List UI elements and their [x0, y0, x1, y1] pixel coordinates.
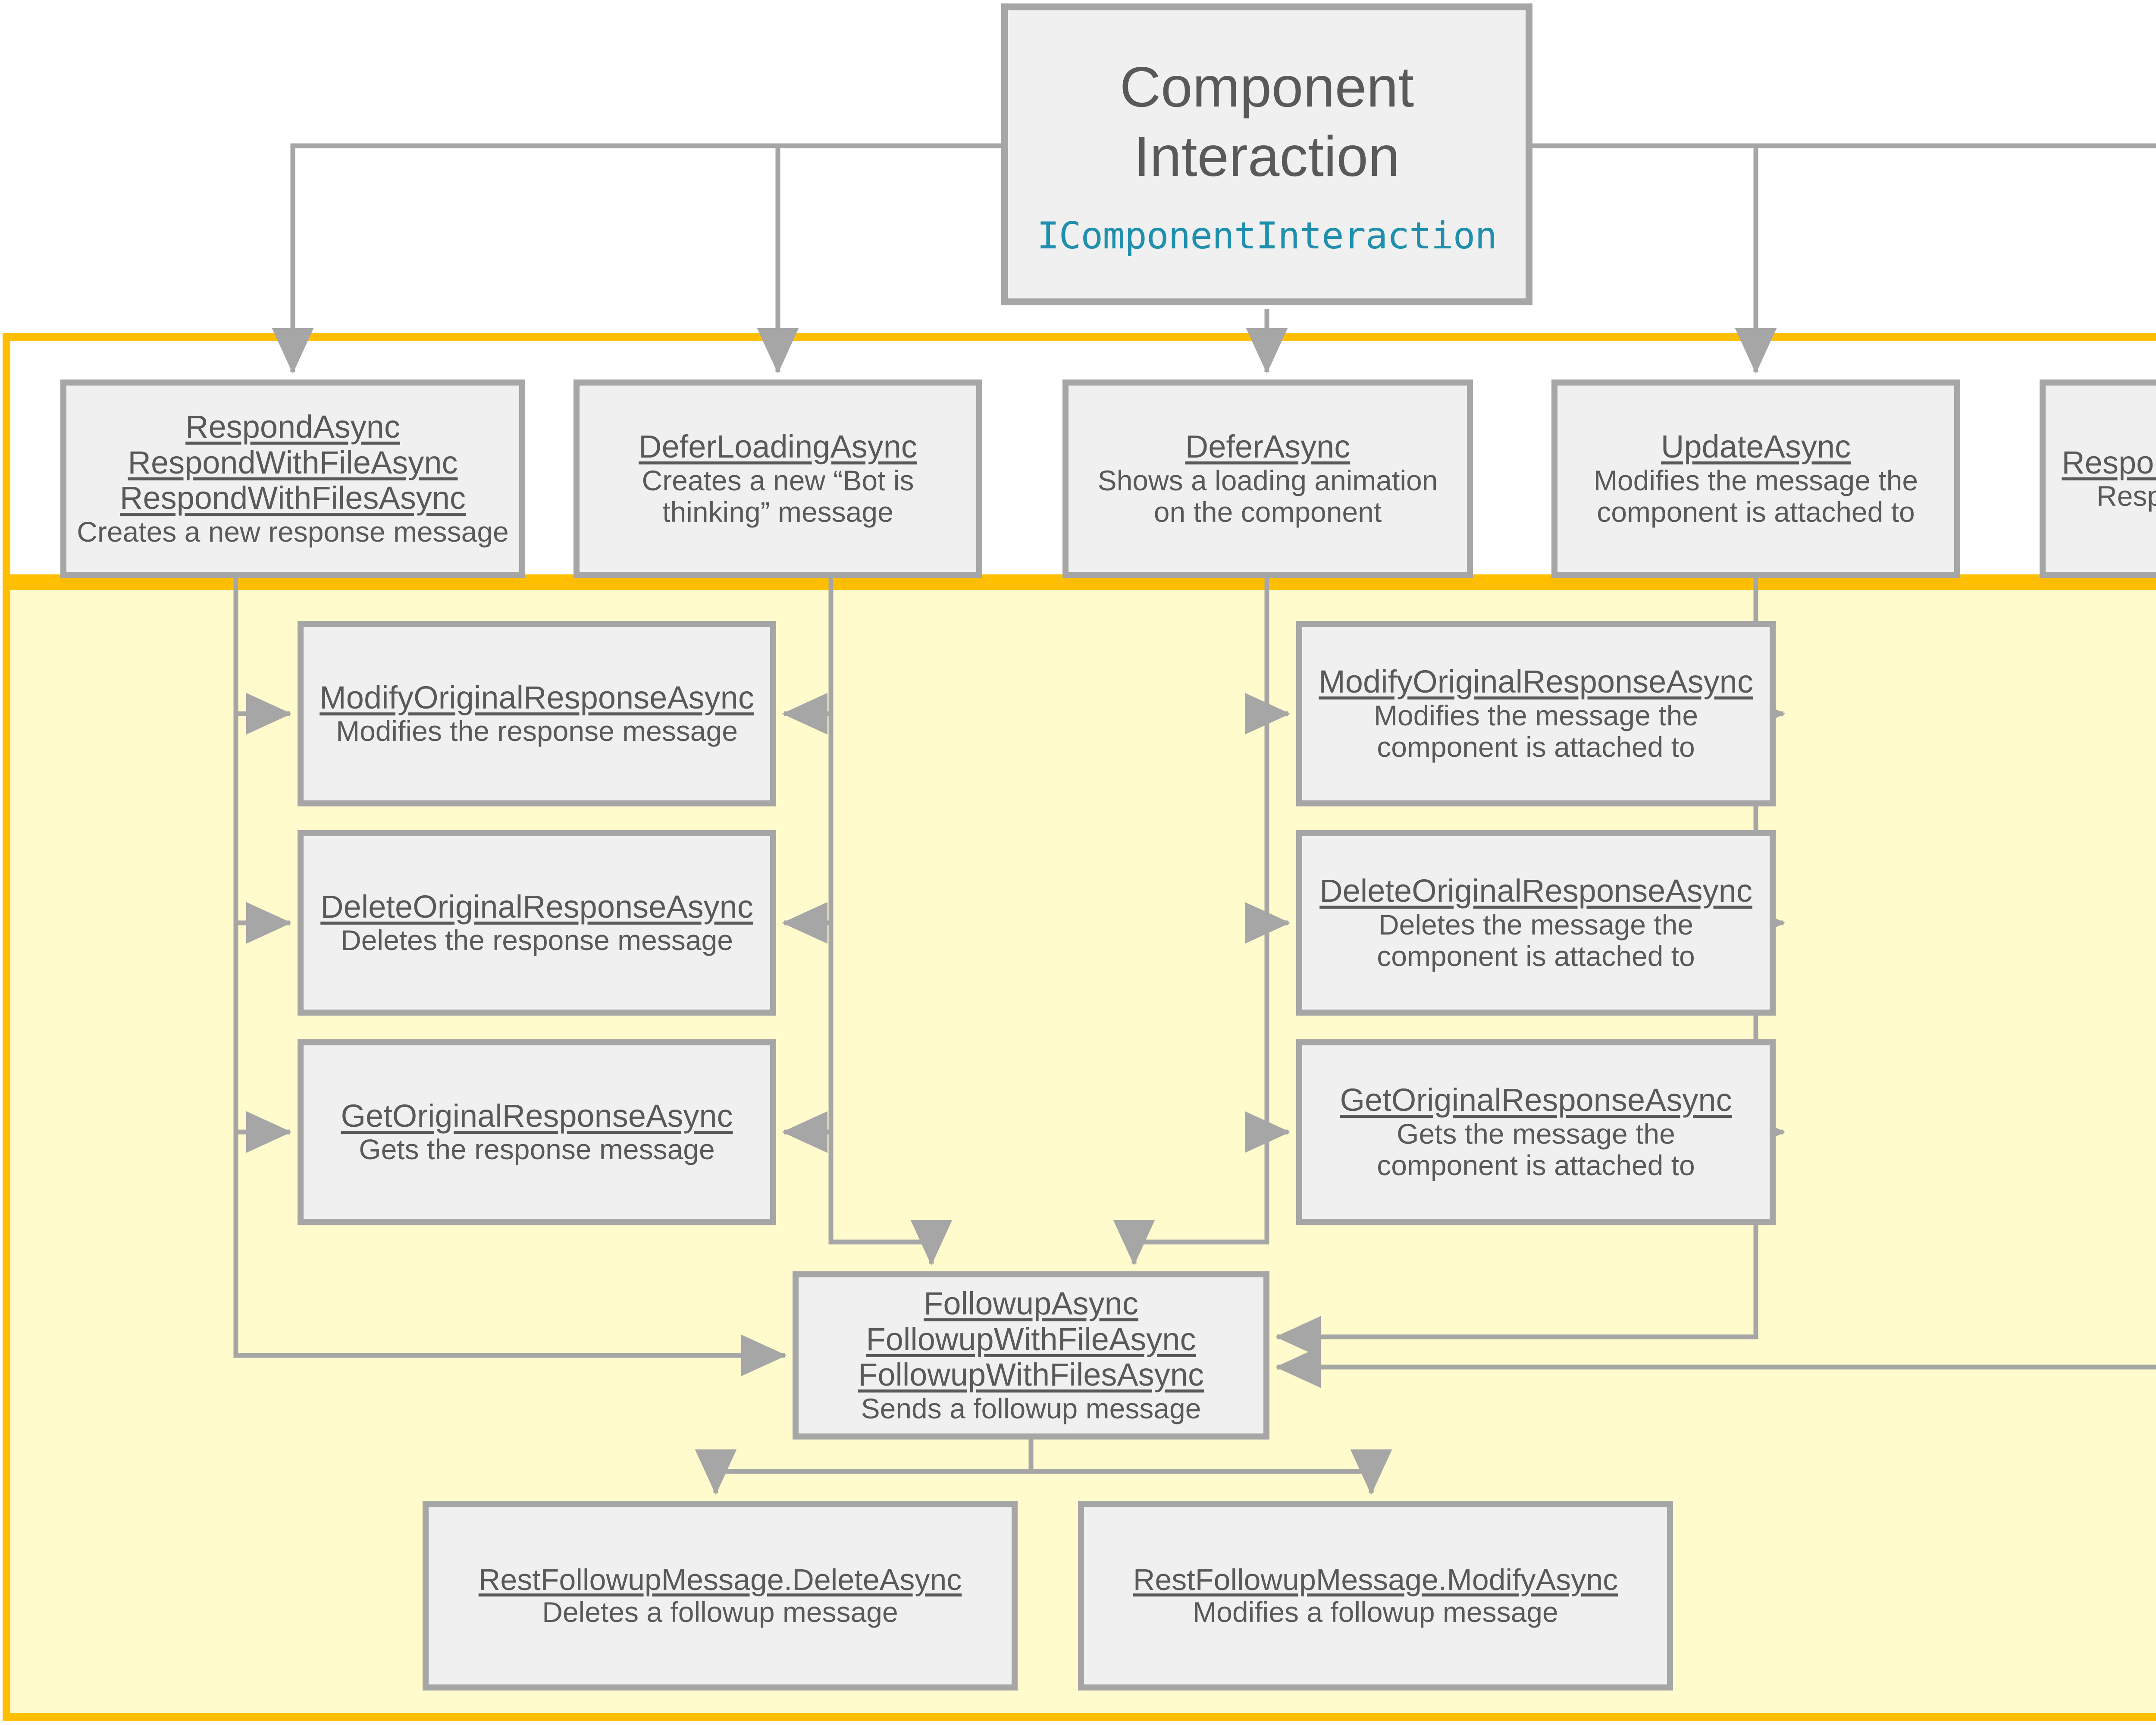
edge-modal-to-followup: [1275, 1346, 2156, 1388]
method-name: RestFollowupMessage.ModifyAsync: [1133, 1562, 1618, 1596]
method-description: Creates a new response message: [77, 516, 509, 548]
node-defer-async[interactable]: DeferAsync Shows a loading animation on …: [1062, 380, 1473, 578]
method-description: Creates a new “Bot is: [642, 464, 914, 496]
method-description: Shows a loading animation: [1097, 464, 1438, 496]
method-description: Deletes the response message: [341, 924, 733, 957]
edge-root-to-respond: [272, 143, 1001, 374]
method-name: RespondAsync: [185, 408, 400, 445]
root-title-line1: Component: [1119, 55, 1414, 119]
method-name: FollowupAsync: [924, 1285, 1138, 1321]
edge-respond-to-followup: [233, 578, 787, 1377]
method-name: DeleteOriginalResponseAsync: [320, 888, 753, 925]
node-get-original-response-left[interactable]: GetOriginalResponseAsync Gets the respon…: [298, 1039, 776, 1225]
edge-deferloading-to-modify-left: [782, 578, 834, 735]
method-description: Modifies the message the: [1593, 464, 1918, 496]
edge-deferloading-to-delete-left: [782, 714, 834, 944]
node-rest-followup-modify-async[interactable]: RestFollowupMessage.ModifyAsync Modifies…: [1078, 1501, 1673, 1690]
node-defer-loading-async[interactable]: DeferLoadingAsync Creates a new “Bot is …: [573, 380, 982, 578]
edge-defer-to-get-middle: [1244, 923, 1291, 1153]
method-name: DeferAsync: [1185, 428, 1351, 464]
method-description: Gets the message the: [1397, 1117, 1675, 1150]
method-name: ModifyOriginalResponseAsync: [320, 679, 754, 715]
node-followup-async[interactable]: FollowupAsync FollowupWithFileAsync Foll…: [793, 1271, 1269, 1440]
node-respond-async[interactable]: RespondAsync RespondWithFileAsync Respon…: [60, 380, 525, 578]
method-description: on the component: [1153, 496, 1382, 528]
edge-deferloading-to-get-left: [782, 923, 834, 1153]
root-interface-name: IComponentInteraction: [1037, 214, 1497, 257]
method-description: Responds with a modal: [2096, 480, 2156, 512]
method-name: DeleteOriginalResponseAsync: [1319, 872, 1752, 909]
node-modify-original-response-left[interactable]: ModifyOriginalResponseAsync Modifies the…: [298, 621, 776, 806]
edge-root-to-modal: [1532, 143, 2156, 148]
method-description: component is attached to: [1377, 1149, 1695, 1182]
method-description: Deletes the message the: [1378, 908, 1694, 941]
method-name: GetOriginalResponseAsync: [1340, 1082, 1732, 1118]
node-component-interaction[interactable]: Component Interaction IComponentInteract…: [1001, 3, 1532, 305]
method-description: thinking” message: [662, 496, 893, 528]
method-name: RestFollowupMessage.DeleteAsync: [478, 1562, 962, 1596]
node-delete-original-response-left[interactable]: DeleteOriginalResponseAsync Deletes the …: [298, 830, 776, 1016]
edge-defer-to-modify-middle: [1244, 578, 1291, 735]
method-description: component is attached to: [1377, 940, 1695, 972]
method-name: ModifyOriginalResponseAsync: [1319, 663, 1753, 699]
method-description: component is attached to: [1597, 496, 1915, 528]
method-description: Modifies a followup message: [1193, 1596, 1558, 1628]
method-name: DeferLoadingAsync: [639, 428, 917, 464]
method-name: RespondWithFileAsync: [128, 444, 458, 480]
edge-followup-to-rest-delete: [695, 1440, 1034, 1495]
edge-defer-to-followup: [1113, 1132, 1269, 1266]
edge-defer-to-delete-middle: [1244, 714, 1291, 944]
node-delete-original-response-middle[interactable]: DeleteOriginalResponseAsync Deletes the …: [1296, 830, 1776, 1016]
edge-root-to-deferloading: [757, 143, 1001, 374]
node-respond-with-modal-async[interactable]: RespondWithModalAsync Responds with a mo…: [2040, 380, 2156, 578]
node-update-async[interactable]: UpdateAsync Modifies the message the com…: [1551, 380, 1960, 578]
method-name: UpdateAsync: [1661, 428, 1851, 464]
method-description: Deletes a followup message: [542, 1596, 898, 1628]
method-name: GetOriginalResponseAsync: [341, 1098, 733, 1134]
method-name: FollowupWithFilesAsync: [858, 1357, 1204, 1393]
method-description: Gets the response message: [359, 1133, 715, 1166]
node-get-original-response-middle[interactable]: GetOriginalResponseAsync Gets the messag…: [1296, 1039, 1776, 1225]
edge-followup-to-rest-modify: [1031, 1449, 1392, 1495]
method-name: RespondWithModalAsync: [2062, 444, 2156, 480]
root-title-line2: Interaction: [1134, 124, 1400, 188]
method-description: component is attached to: [1377, 731, 1695, 763]
node-rest-followup-delete-async[interactable]: RestFollowupMessage.DeleteAsync Deletes …: [423, 1501, 1018, 1690]
method-description: Modifies the response message: [336, 715, 738, 747]
method-description: Sends a followup message: [861, 1393, 1201, 1425]
edge-deferloading-to-followup: [828, 1132, 953, 1266]
method-name: FollowupWithFileAsync: [866, 1321, 1196, 1357]
method-description: Modifies the message the: [1373, 699, 1698, 731]
method-name: RespondWithFilesAsync: [120, 480, 466, 516]
edge-root-to-update: [1532, 143, 1777, 374]
node-modify-original-response-middle[interactable]: ModifyOriginalResponseAsync Modifies the…: [1296, 621, 1776, 806]
